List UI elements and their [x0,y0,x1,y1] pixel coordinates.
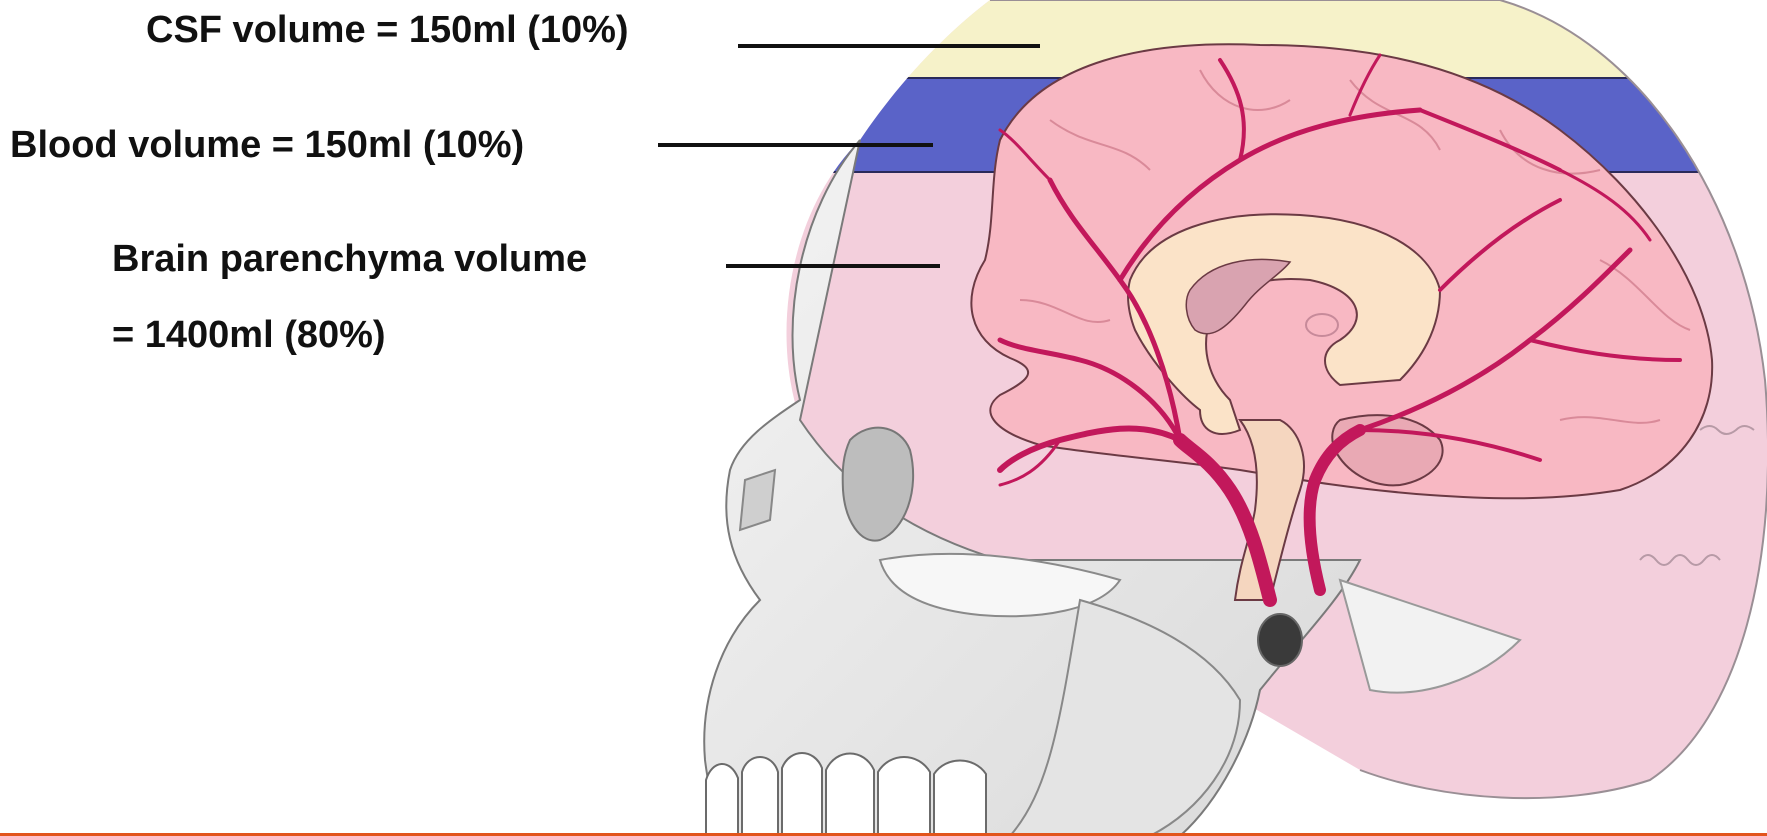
blood-leader-line [658,143,933,147]
blood-volume-label: Blood volume = 150ml (10%) [10,126,524,164]
ear-canal [1258,614,1302,666]
brain-volume-label-line2: = 1400ml (80%) [112,316,386,354]
teeth [706,753,986,836]
csf-leader-line [738,44,1040,48]
nasal-cavity [740,470,775,530]
brain-leader-line [726,264,940,268]
brain-volume-label-line1: Brain parenchyma volume [112,240,587,278]
csf-volume-label: CSF volume = 150ml (10%) [146,11,629,49]
